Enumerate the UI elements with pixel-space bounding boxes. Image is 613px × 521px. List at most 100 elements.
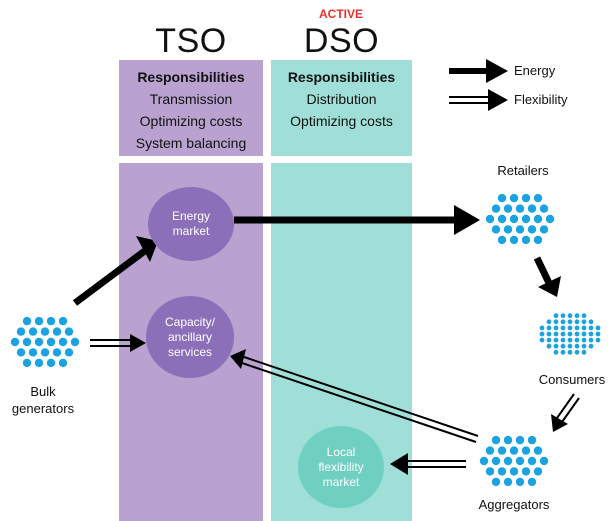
dot	[515, 225, 525, 234]
legend-flexibility-arrow	[449, 89, 508, 111]
dot	[533, 467, 543, 476]
dot	[546, 319, 552, 325]
flex-arrow-aggregators-to-local	[390, 453, 466, 475]
dot	[503, 204, 513, 213]
dot	[539, 225, 549, 234]
dot	[28, 327, 38, 336]
capacity-market-label: Capacity/	[164, 314, 216, 329]
dot	[560, 313, 566, 319]
dso-title: DSO	[303, 22, 380, 60]
dot	[509, 193, 519, 203]
dot	[46, 316, 56, 326]
tso-responsibilities-header: Responsibilities	[137, 69, 245, 85]
dot	[485, 214, 495, 224]
dot	[509, 467, 519, 476]
tso-responsibility: Transmission	[149, 91, 233, 107]
dot	[560, 331, 566, 337]
dot	[588, 343, 594, 349]
legend-energy-label: Energy	[514, 63, 556, 78]
dot	[34, 358, 44, 368]
energy-market-bubble: Energy market	[148, 187, 234, 261]
dot	[560, 349, 566, 355]
tso-responsibility: Optimizing costs	[139, 113, 243, 129]
dot	[560, 319, 566, 325]
dot	[521, 446, 531, 455]
dot	[485, 446, 495, 455]
dot	[560, 343, 566, 349]
energy-arrow-bulk-to-market	[72, 236, 158, 306]
bulk-generators-icon	[10, 316, 80, 368]
dot	[553, 349, 559, 355]
local-market-label: Local	[326, 444, 356, 459]
dot	[567, 325, 573, 331]
dot	[553, 331, 559, 337]
capacity-market-bubble: Capacity/ ancillary services	[146, 296, 234, 378]
dot	[22, 316, 32, 326]
dot	[581, 337, 587, 343]
dot	[553, 337, 559, 343]
aggregators-label: Aggregators	[478, 497, 550, 512]
dot	[479, 456, 489, 466]
dot	[515, 204, 525, 213]
dot	[533, 193, 543, 203]
dot	[539, 331, 545, 337]
dot	[546, 331, 552, 337]
dot	[567, 331, 573, 337]
dot	[497, 214, 507, 224]
dot	[521, 235, 531, 245]
dot	[58, 337, 68, 347]
dot	[581, 319, 587, 325]
dot	[527, 456, 537, 466]
dso-responsibilities-panel: Responsibilities Distribution Optimizing…	[271, 60, 412, 156]
dot	[574, 325, 580, 331]
dot	[503, 225, 513, 234]
dot	[588, 337, 594, 343]
dot	[553, 325, 559, 331]
dot	[574, 337, 580, 343]
dot	[503, 456, 513, 466]
dot	[491, 477, 501, 487]
energy-arrow-retailers-to-consumers	[533, 256, 561, 297]
dot	[491, 435, 501, 445]
dot	[527, 204, 537, 213]
aggregators-icon	[479, 435, 549, 487]
dot	[527, 435, 537, 445]
dot	[64, 327, 74, 336]
dot	[527, 225, 537, 234]
dot	[588, 325, 594, 331]
energy-arrow-market-to-retailers	[234, 205, 480, 235]
legend-energy-arrow	[449, 59, 508, 83]
dot	[509, 446, 519, 455]
dot	[10, 337, 20, 347]
dot	[34, 316, 44, 326]
dot	[34, 337, 44, 347]
dso-responsibility: Optimizing costs	[290, 113, 393, 129]
active-tag: ACTIVE	[318, 7, 363, 21]
dot	[16, 348, 26, 357]
dot	[16, 327, 26, 336]
consumers-label: Consumers	[538, 372, 606, 387]
dot	[539, 204, 549, 213]
dot	[533, 214, 543, 224]
dot	[46, 358, 56, 368]
dot	[588, 319, 594, 325]
capacity-market-label: services	[167, 344, 212, 359]
dot	[545, 214, 555, 224]
dot	[539, 337, 545, 343]
dot	[581, 313, 587, 319]
retailers-icon	[485, 193, 555, 245]
dot	[521, 467, 531, 476]
dot	[581, 331, 587, 337]
dot	[539, 456, 549, 466]
dot	[40, 348, 50, 357]
dot	[553, 319, 559, 325]
flex-arrow-bulk-to-capacity	[90, 334, 146, 352]
dot	[46, 337, 56, 347]
dot	[485, 467, 495, 476]
dot	[546, 325, 552, 331]
dot	[503, 477, 513, 487]
dot	[567, 349, 573, 355]
dot	[527, 477, 537, 487]
dot	[574, 319, 580, 325]
bulk-generators-label: Bulk generators	[11, 384, 75, 416]
